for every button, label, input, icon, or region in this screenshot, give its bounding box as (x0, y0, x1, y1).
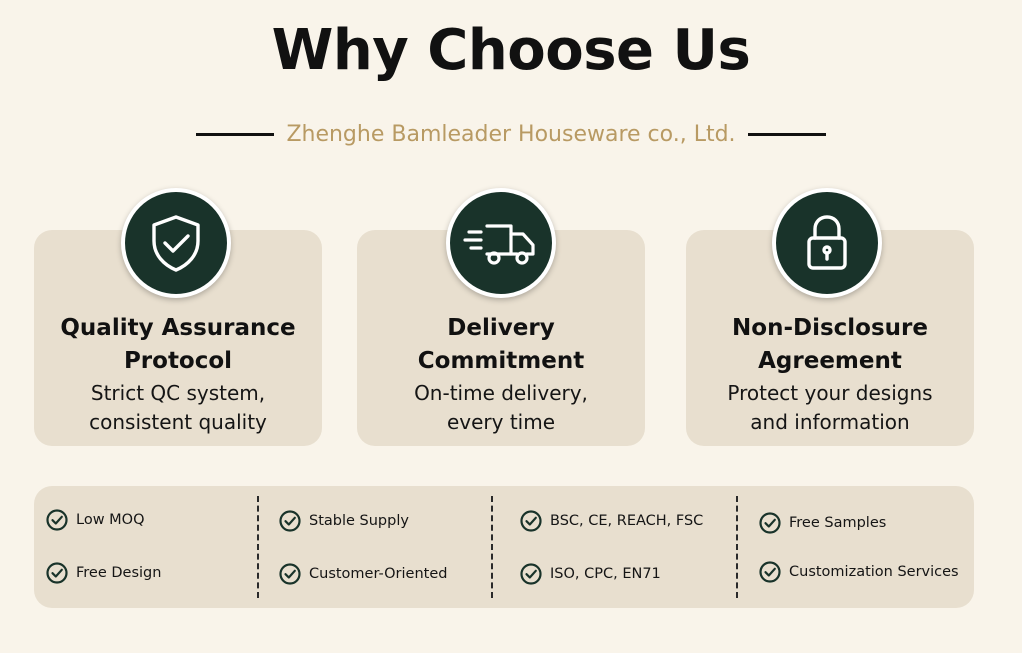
card-desc-line: and information (750, 410, 910, 434)
card-title-line: Non-Disclosure (732, 315, 928, 341)
company-name: Zhenghe Bamleader Houseware co., Ltd. (286, 121, 736, 147)
card-title-line: Commitment (417, 348, 585, 374)
card-title: Quality Assurance Protocol (34, 312, 322, 378)
feature-label: BSC, CE, REACH, FSC (550, 513, 704, 529)
card-quality-assurance-text: Quality Assurance Protocol Strict QC sys… (34, 312, 322, 437)
features-panel: Low MOQ Free Design Stable Supply Custom… (34, 486, 974, 608)
card-title: Delivery Commitment (357, 312, 645, 378)
feature-label: Free Design (76, 565, 162, 581)
check-circle-icon (759, 561, 781, 583)
feature-label: Stable Supply (309, 513, 409, 529)
dashed-divider (736, 496, 738, 598)
feature-customization: Customization Services (759, 561, 959, 583)
delivery-truck-icon (446, 188, 556, 298)
card-title: Non-Disclosure Agreement (686, 312, 974, 378)
feature-certifications-1: BSC, CE, REACH, FSC (520, 510, 703, 532)
check-circle-icon (279, 510, 301, 532)
feature-label: Free Samples (789, 515, 887, 531)
feature-label: ISO, CPC, EN71 (550, 566, 661, 582)
card-desc-line: Strict QC system, (90, 381, 266, 405)
padlock-icon (772, 188, 882, 298)
dashed-divider (257, 496, 259, 598)
subtitle-row: Zhenghe Bamleader Houseware co., Ltd. (0, 118, 1022, 150)
check-circle-icon (46, 509, 68, 531)
card-title-line: Quality Assurance (60, 315, 296, 341)
feature-free-design: Free Design (46, 562, 161, 584)
card-title-line: Delivery (447, 315, 555, 341)
check-circle-icon (279, 563, 301, 585)
card-description: Protect your designs and information (686, 379, 974, 437)
card-desc-line: On-time delivery, (414, 381, 588, 405)
card-delivery-commitment-text: Delivery Commitment On-time delivery, ev… (357, 312, 645, 437)
card-title-line: Agreement (758, 348, 902, 374)
card-title-line: Protocol (123, 348, 233, 374)
left-divider-line (196, 132, 275, 136)
check-circle-icon (520, 510, 542, 532)
feature-label: Customer-Oriented (309, 566, 448, 582)
card-desc-line: every time (446, 410, 556, 434)
check-circle-icon (46, 562, 68, 584)
shield-check-icon (121, 188, 231, 298)
check-circle-icon (759, 512, 781, 534)
right-divider-line (747, 132, 826, 136)
feature-label: Low MOQ (76, 512, 145, 528)
page-title: Why Choose Us (271, 18, 751, 83)
dashed-divider (491, 496, 493, 598)
card-description: On-time delivery, every time (357, 379, 645, 437)
card-non-disclosure-text: Non-Disclosure Agreement Protect your de… (686, 312, 974, 437)
feature-certifications-2: ISO, CPC, EN71 (520, 563, 661, 585)
feature-free-samples: Free Samples (759, 512, 886, 534)
check-circle-icon (520, 563, 542, 585)
feature-label: Customization Services (789, 564, 959, 580)
card-description: Strict QC system, consistent quality (34, 379, 322, 437)
card-desc-line: Protect your designs (727, 381, 933, 405)
feature-low-moq: Low MOQ (46, 509, 145, 531)
feature-customer-oriented: Customer-Oriented (279, 563, 447, 585)
feature-stable-supply: Stable Supply (279, 510, 409, 532)
card-desc-line: consistent quality (89, 410, 267, 434)
